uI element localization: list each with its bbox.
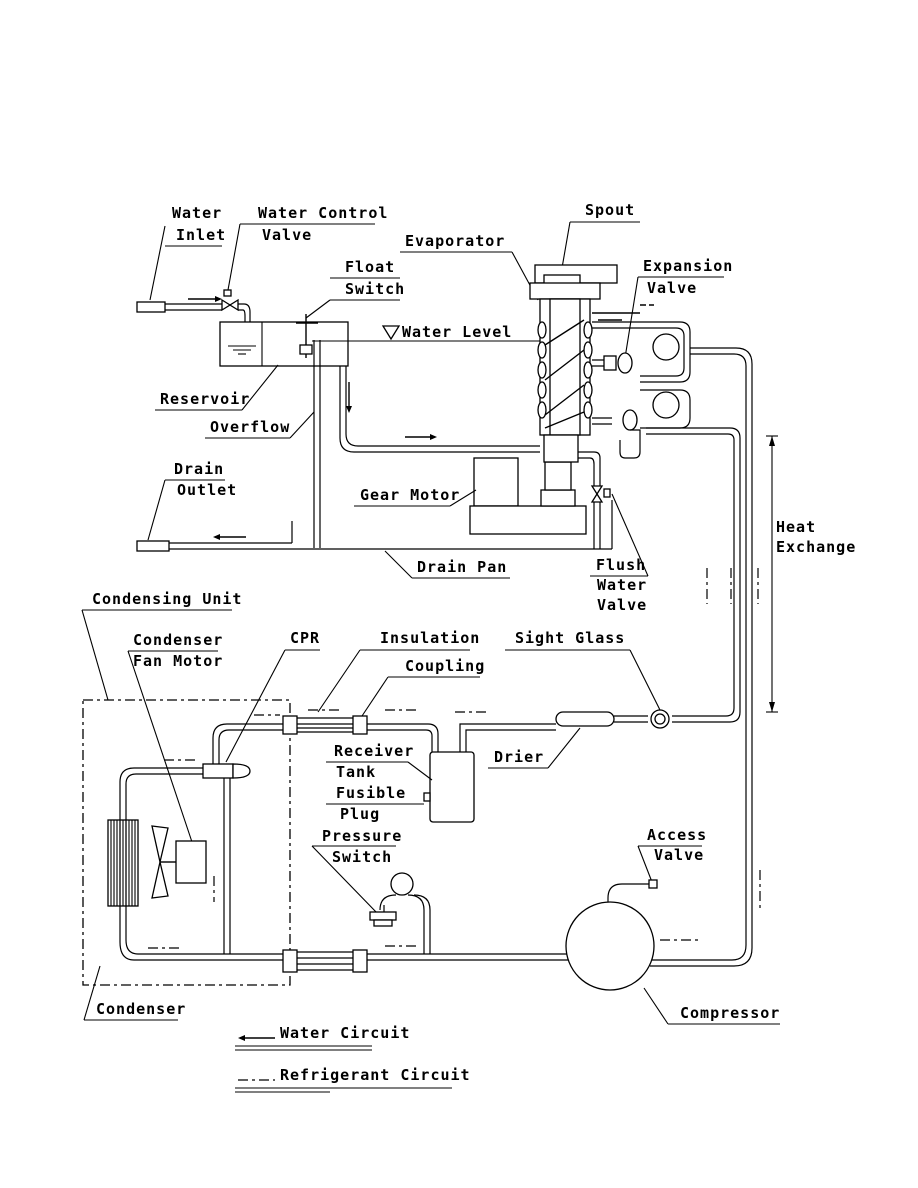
evaporator-label: Evaporator [405, 232, 505, 250]
drier-label: Drier [494, 748, 544, 766]
flush-water-valve-label-1: Flush [596, 556, 646, 574]
water-level-label: Water Level [402, 323, 512, 341]
spout-label: Spout [585, 201, 635, 219]
legend-water-circuit-label: Water Circuit [280, 1024, 410, 1042]
cpr-label: CPR [290, 629, 320, 647]
expansion-valve-label-1: Expansion [643, 257, 733, 275]
sight-glass: Sight Glass [505, 629, 670, 729]
flush-water-valve-label-3: Valve [597, 596, 647, 614]
heat-exchange-label-2: Exchange [776, 538, 856, 556]
heat-exchange-label-1: Heat [776, 518, 816, 536]
water-feed-pipe [339, 366, 540, 453]
gear-motor-label: Gear Motor [360, 486, 460, 504]
spout: Spout [534, 201, 640, 294]
water-inlet: Water Inlet [136, 204, 226, 313]
access-valve-label-2: Valve [654, 846, 704, 864]
cpr: CPR [202, 629, 320, 779]
water-level: Water Level [312, 323, 540, 342]
legend: Water Circuit Refrigerant Circuit [235, 1024, 471, 1093]
gear-motor: Gear Motor [354, 457, 587, 535]
drain-outlet: Drain Outlet [136, 460, 613, 552]
reservoir-label: Reservoir [160, 390, 250, 408]
fusible-plug-label-1: Fusible [336, 784, 406, 802]
condenser: Condenser [83, 819, 186, 1021]
access-valve: Access Valve [607, 826, 707, 910]
condensing-unit: Condensing Unit [81, 590, 291, 986]
float-switch: Float Switch [296, 258, 405, 358]
legend-refrigerant-circuit: Refrigerant Circuit [235, 1066, 471, 1093]
water-control-valve: Water Control Valve [221, 204, 388, 322]
pressure-switch-label-1: Pressure [322, 827, 402, 845]
condenser-fan-motor-label-2: Fan Motor [133, 652, 223, 670]
sight-glass-label: Sight Glass [515, 629, 625, 647]
liquid-line [367, 715, 648, 752]
compressor-label: Compressor [680, 1004, 780, 1022]
receiver-tank: Receiver Tank [326, 742, 475, 823]
evaporator: Evaporator [400, 232, 601, 463]
flush-water-valve: Flush Water Valve [578, 451, 649, 614]
water-inlet-label-2: Inlet [176, 226, 226, 244]
water-control-valve-label-2: Valve [262, 226, 312, 244]
coupling: Coupling [361, 657, 485, 717]
fusible-plug-label-2: Plug [340, 805, 380, 823]
access-valve-label-1: Access [647, 826, 707, 844]
compressor: Compressor [565, 901, 780, 1025]
water-control-valve-label-1: Water Control [258, 204, 388, 222]
expansion-valve-label-2: Valve [647, 279, 697, 297]
legend-water-circuit: Water Circuit [235, 1024, 410, 1051]
drain-outlet-label-2: Outlet [177, 481, 237, 499]
suction-line [282, 939, 700, 973]
legend-refrigerant-circuit-label: Refrigerant Circuit [280, 1066, 471, 1084]
pressure-switch-label-2: Switch [332, 848, 392, 866]
condenser-fan-motor: Condenser Fan Motor [127, 631, 223, 899]
drier: Drier [488, 711, 615, 769]
float-switch-label-2: Switch [345, 280, 405, 298]
overflow: Overflow [205, 340, 321, 548]
insulation: Insulation [254, 629, 490, 735]
condenser-piping [119, 759, 286, 961]
coupling-label: Coupling [405, 657, 485, 675]
condenser-fan-motor-label-1: Condenser [133, 631, 223, 649]
float-switch-label-1: Float [345, 258, 395, 276]
condensing-unit-label: Condensing Unit [92, 590, 242, 608]
pressure-switch: Pressure Switch [311, 827, 431, 954]
receiver-tank-label-1: Receiver [334, 742, 414, 760]
overflow-label: Overflow [210, 418, 290, 436]
evaporator-coils [537, 319, 593, 429]
fusible-plug: Fusible Plug [326, 784, 424, 823]
drain-pan: Drain Pan [384, 550, 510, 579]
insulation-label: Insulation [380, 629, 480, 647]
water-inlet-label-1: Water [172, 204, 222, 222]
heat-exchange-lines: Heat Exchange [619, 347, 856, 967]
reservoir: Reservoir [155, 321, 349, 411]
receiver-tank-label-2: Tank [336, 763, 376, 781]
flush-water-valve-label-2: Water [597, 576, 647, 594]
drain-pan-label: Drain Pan [417, 558, 507, 576]
drain-outlet-label-1: Drain [174, 460, 224, 478]
condenser-label: Condenser [96, 1000, 186, 1018]
